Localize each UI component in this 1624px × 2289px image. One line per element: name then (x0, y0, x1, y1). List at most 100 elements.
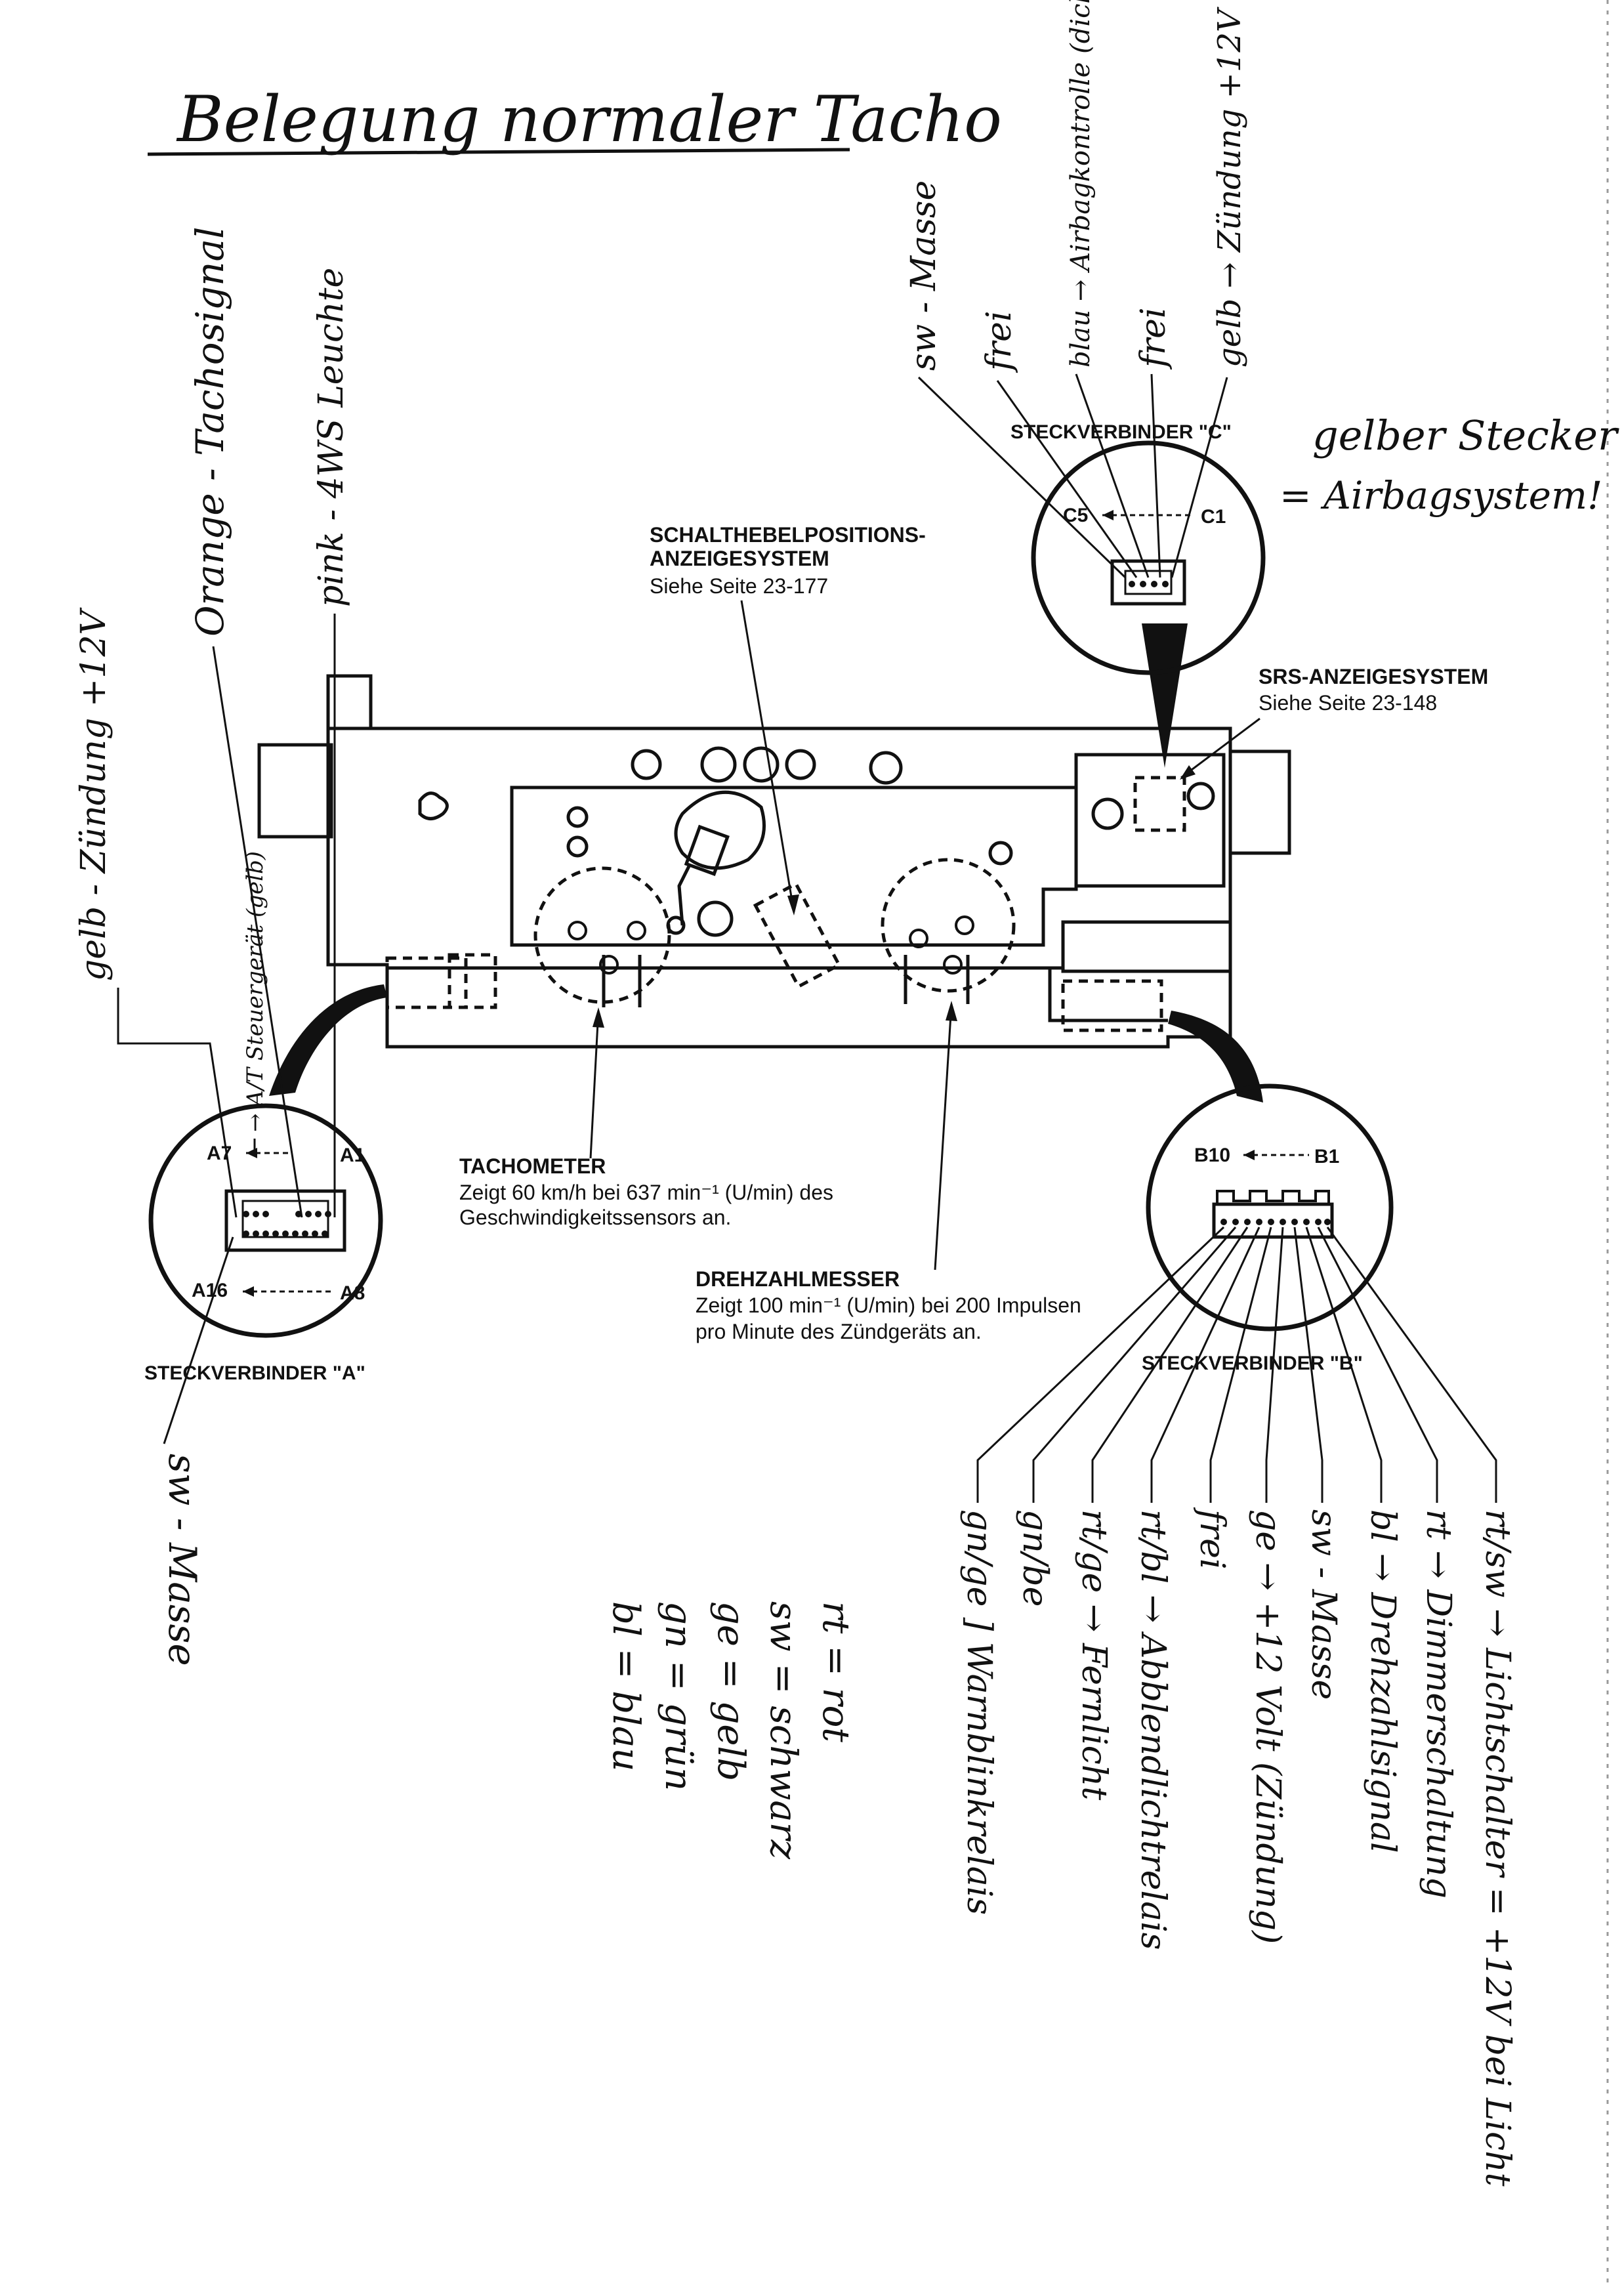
connector-c-label: STECKVERBINDER "C" (1010, 421, 1232, 443)
wire-c-3 (1075, 373, 1150, 578)
title-underline (147, 148, 850, 156)
rpm-meter-outline (881, 858, 1016, 993)
connector-c-note-2: = Airbagsystem! (1280, 473, 1602, 518)
cluster-srs-panel (1074, 753, 1226, 888)
wire-b-3 (1091, 1227, 1249, 1503)
arrowhead (1243, 1150, 1255, 1160)
wire-b-label-8: bl → Drehzahlsignal (1363, 1509, 1402, 1853)
wire-c-label-3: blau → Airbagkontrolle (dick!) (1066, 0, 1096, 368)
wire-c-label-1: sw - Masse (904, 180, 944, 371)
cluster-gauge-panel (510, 786, 1078, 947)
srs-leader (1180, 717, 1260, 779)
tachometer-callout: TACHOMETER Zeigt 60 km/h bei 637 min⁻¹ (… (459, 1007, 833, 1229)
zoom-pointer-c (1142, 623, 1188, 768)
connector-a-outline-2 (448, 953, 497, 1009)
speed-sensor-knob (674, 790, 766, 870)
cluster-side-tab-right (1228, 749, 1291, 855)
connector-b-wire-labels: gn/ge ] Warnblinkrelais gn/be rt/ge → Fe… (959, 1507, 1517, 2187)
tachometer-title: TACHOMETER (459, 1154, 606, 1178)
shift-indicator-callout: SCHALTHEBELPOSITIONS- ANZEIGESYSTEM Sieh… (650, 523, 926, 915)
wire-c-label-2: frei (980, 310, 1019, 373)
cluster-hole (566, 835, 589, 858)
cluster-dashed-parts (385, 776, 1186, 1032)
connector-b-zoom: B10 B1 STECKVERBINDER "B" (1142, 1083, 1394, 1374)
instrument-cluster (257, 674, 1291, 1049)
connector-b-outline (1061, 979, 1163, 1032)
legend-item: sw = schwarz (762, 1601, 804, 1859)
connector-c-circle (1031, 440, 1266, 675)
rpm-meter-title: DREHZAHLMESSER (696, 1267, 900, 1291)
rpm-pin (943, 955, 963, 975)
sensor-cable-clip (684, 824, 730, 876)
tacho-post (602, 955, 642, 1007)
wire-b-label-1: gn/ge ] Warnblinkrelais (959, 1509, 999, 1915)
wire-b-10 (1326, 1227, 1497, 1503)
cluster-hole (743, 746, 780, 783)
srs-ref: Siehe Seite 23-148 (1259, 691, 1437, 715)
pin-label-a16: A16 (192, 1280, 228, 1301)
cluster-hole (631, 749, 662, 780)
wire-c-label-4: frei (1134, 307, 1173, 370)
legend-item: rt = rot (814, 1601, 857, 1742)
wire-c-label-5: gelb → Zündung +12V (1211, 7, 1248, 368)
wire-b-label-7: sw - Masse (1304, 1509, 1343, 1700)
zoom-pointer-a (269, 984, 387, 1096)
sensor-cable (677, 865, 691, 926)
arrowhead (787, 894, 799, 915)
connector-b-wires (976, 1226, 1497, 1503)
tacho-pin (599, 955, 619, 975)
pin-label-b1: B1 (1314, 1146, 1339, 1167)
rpm-post (904, 955, 970, 1004)
pin-label-a1: A1 (340, 1144, 365, 1166)
wire-b-label-3: rt/ge → Fernlicht (1074, 1509, 1114, 1800)
shift-indicator-title-1: SCHALTHEBELPOSITIONS- (650, 523, 926, 547)
rpm-meter-desc-2: pro Minute des Zündgeräts an. (696, 1320, 982, 1343)
wire-a-label-3: Orange - Tachosignal (188, 226, 232, 637)
cluster-lower-ledge (385, 966, 1063, 1043)
cluster-hole (1186, 782, 1215, 810)
connector-c-wires (917, 373, 1228, 579)
wire-b-label-9: rt → Dimmerschaltung (1419, 1509, 1458, 1899)
wire-c-5 (1171, 377, 1228, 578)
wire-c-1 (917, 376, 1127, 579)
wire-a-label-1: gelb - Zündung +12V (74, 607, 114, 981)
wire-b-8 (1305, 1227, 1383, 1503)
tachometer-desc-2: Geschwindigkeitssensors an. (459, 1206, 731, 1229)
srs-callout: SRS-ANZEIGESYSTEM Siehe Seite 23-148 (1180, 665, 1488, 780)
connector-b-circle (1146, 1083, 1394, 1332)
srs-title: SRS-ANZEIGESYSTEM (1259, 665, 1488, 688)
tacho-pin (568, 921, 587, 940)
pin-label-c5: C5 (1063, 505, 1088, 526)
connector-a-zoom: A7 A1 A16 A8 STECKVERBINDER "A" (144, 1103, 383, 1384)
pin-label-b10: B10 (1194, 1144, 1230, 1166)
wire-a-label-2: → A/T Steuergerät (gelb) (242, 851, 268, 1132)
connector-b-body (1212, 1202, 1334, 1239)
connector-b-latch (1216, 1190, 1330, 1204)
connector-a-label: STECKVERBINDER "A" (144, 1362, 365, 1384)
legend-item: bl = blau (604, 1601, 647, 1772)
wire-b-9 (1317, 1227, 1438, 1503)
wire-b-6 (1265, 1227, 1284, 1503)
connector-c-note-1: gelber Stecker (1312, 411, 1619, 459)
connector-c-body (1110, 559, 1186, 606)
connector-a-circle (148, 1103, 383, 1338)
rpm-meter-desc-1: Zeigt 100 min⁻¹ (U/min) bei 200 Impulsen (696, 1293, 1081, 1317)
connector-b-label: STECKVERBINDER "B" (1142, 1353, 1363, 1374)
wire-a-ground-label: sw - Masse (160, 1454, 205, 1666)
tachometer-desc-1: Zeigt 60 km/h bei 637 min⁻¹ (U/min) des (459, 1181, 833, 1204)
pin-label-c1: C1 (1201, 506, 1226, 528)
rpm-pin (909, 929, 928, 948)
color-legend: rt = rot sw = schwarz ge = gelb gn = grü… (604, 1601, 857, 1859)
cluster-hole (1091, 797, 1124, 830)
wire-a-gelb (117, 988, 238, 1218)
arrowhead (946, 1001, 957, 1021)
connector-a-outline (385, 956, 468, 1009)
arrowhead (1102, 510, 1114, 520)
cluster-hole (697, 900, 734, 937)
tachometer-outline (533, 866, 671, 1004)
wire-b-label-4: rt/bl → Abblendlichtrelais (1133, 1509, 1173, 1950)
wire-b-7 (1293, 1227, 1323, 1503)
wire-b-label-2: gn/be (1015, 1509, 1054, 1606)
zoom-pointer-b (1168, 1011, 1263, 1102)
